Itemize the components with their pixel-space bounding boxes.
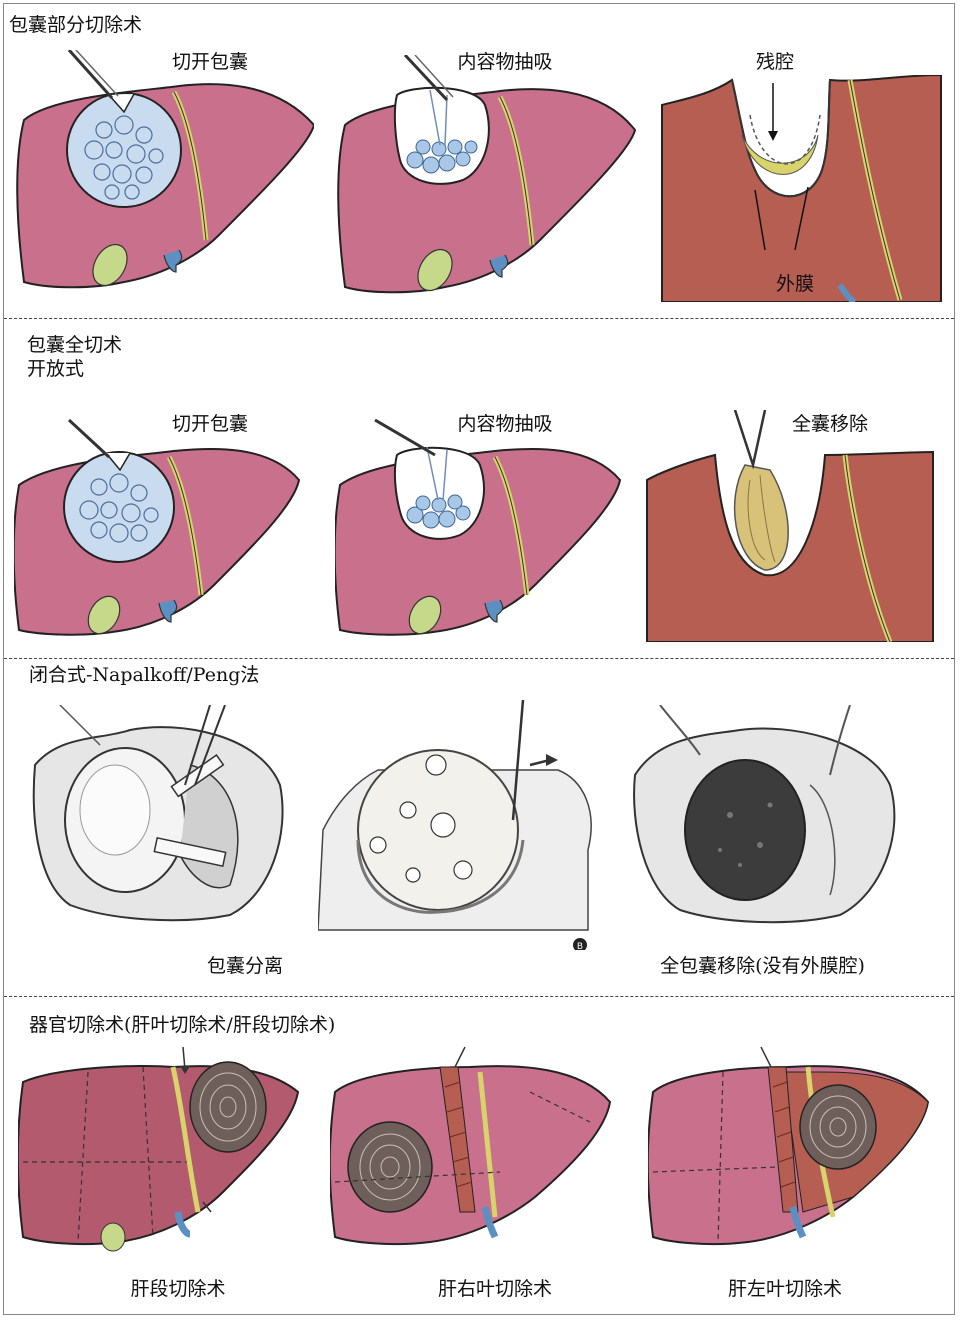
caption-aspirate-contents-2: 内容物抽吸	[457, 413, 553, 435]
section-subtitle-open: 开放式	[27, 358, 85, 380]
section-title-closed-method: 闭合式-Napalkoff/Peng法	[29, 664, 260, 686]
section-title-partial-cystectomy: 包囊部分切除术	[9, 14, 143, 36]
panel-left-hepatectomy	[648, 1042, 933, 1267]
panel-residual-cavity	[660, 75, 943, 302]
section-title-organ-resection: 器官切除术(肝叶切除术/肝段切除术)	[29, 1014, 336, 1036]
panel-liver-incise-cyst	[14, 50, 314, 295]
panel-segmentectomy	[18, 1042, 303, 1262]
caption-residual-cavity: 残腔	[755, 51, 794, 73]
divider-3	[4, 996, 954, 997]
divider-1	[4, 318, 954, 319]
caption-cyst-separation: 包囊分离	[206, 955, 283, 977]
section-title-total-cystectomy: 包囊全切术	[27, 334, 123, 356]
caption-left-hepatectomy: 肝左叶切除术	[727, 1278, 842, 1300]
panel-liver-aspirate-2	[335, 415, 625, 640]
panel-cyst-separation-detail: B	[318, 700, 608, 950]
caption-remove-whole-cyst: 全囊移除	[791, 413, 868, 435]
figure-frame	[3, 3, 955, 1315]
panel-marker-b: B	[577, 942, 583, 950]
panel-liver-aspirate-1	[335, 55, 640, 300]
panel-whole-cyst-removal	[645, 410, 935, 642]
panel-cyst-separation-sketch	[30, 705, 290, 925]
panel-liver-incise-cyst-2	[14, 415, 304, 640]
panel-right-hepatectomy	[330, 1042, 615, 1267]
annotation-adventitia: 外膜	[775, 273, 814, 295]
divider-2	[4, 658, 954, 659]
caption-segmentectomy: 肝段切除术	[130, 1278, 226, 1300]
caption-total-cyst-removal-no-cavity: 全包囊移除(没有外膜腔)	[660, 955, 865, 977]
caption-incise-cyst-1: 切开包囊	[171, 51, 248, 73]
caption-aspirate-contents-1: 内容物抽吸	[457, 51, 553, 73]
caption-right-hepatectomy: 肝右叶切除术	[437, 1278, 552, 1300]
panel-whole-cyst-removed-sketch	[630, 705, 910, 930]
caption-incise-cyst-2: 切开包囊	[171, 413, 248, 435]
